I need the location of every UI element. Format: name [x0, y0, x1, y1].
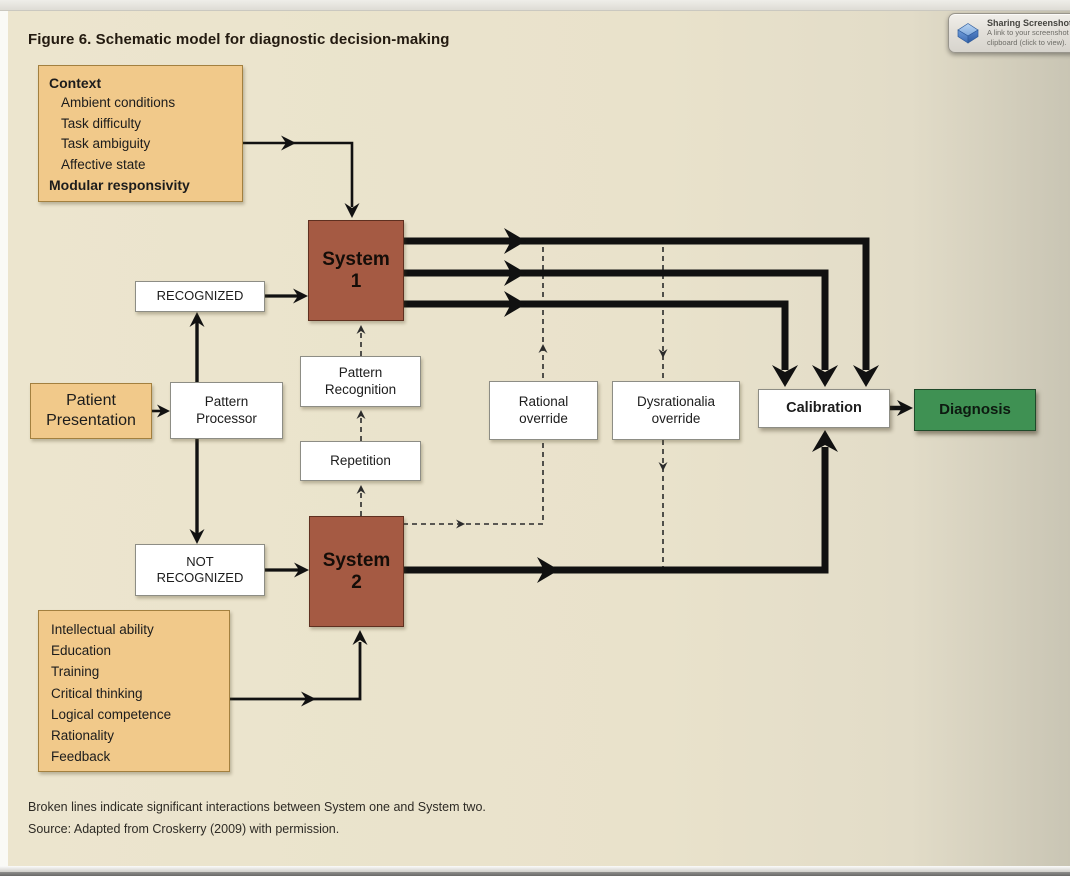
window-bottom-edge	[0, 866, 1070, 872]
arrow-patient-to-processor	[152, 404, 170, 418]
dashed-repetition-chain	[356, 325, 366, 516]
context-footer: Modular responsivity	[49, 177, 190, 193]
arrow-system1-to-calibration-top	[403, 228, 879, 387]
footnote-broken-lines: Broken lines indicate significant intera…	[28, 800, 486, 814]
patient-presentation-box: Patient Presentation	[30, 383, 152, 439]
system1-box: System 1	[308, 220, 404, 321]
influence-item: Rationality	[51, 728, 115, 744]
notification-body-line1: A link to your screenshot ha	[987, 27, 1070, 37]
window-left-edge	[0, 11, 8, 867]
pattern-recognition-box: Pattern Recognition	[300, 356, 421, 407]
notification-body-line2: clipboard (click to view).	[987, 38, 1067, 47]
recognized-box: RECOGNIZED	[135, 281, 265, 312]
dashed-rational-override-line	[403, 247, 548, 529]
footnote-source: Source: Adapted from Croskerry (2009) wi…	[28, 822, 340, 836]
influence-item: Critical thinking	[51, 685, 143, 701]
arrow-influences-to-system2	[230, 630, 368, 707]
context-heading: Context	[49, 75, 102, 91]
influence-item: Logical competence	[51, 706, 172, 722]
arrow-system2-to-calibration	[403, 430, 838, 583]
notification-text: Sharing Screenshot A link to your screen…	[987, 18, 1070, 48]
arrow-context-to-system1	[243, 135, 360, 218]
window-bottom-bar	[0, 872, 1070, 876]
system2-influences-box: Intellectual ability Education Training …	[38, 610, 230, 772]
diagnosis-box: Diagnosis	[914, 389, 1036, 431]
rational-override-box: Rational override	[489, 381, 598, 440]
context-item: Task ambiguity	[61, 136, 151, 151]
notification-title: Sharing Screenshot	[987, 17, 1070, 28]
arrow-system1-to-calibration-middle	[403, 260, 838, 387]
figure-title: Figure 6. Schematic model for diagnostic…	[28, 31, 450, 48]
context-item: Ambient conditions	[61, 95, 176, 110]
not-recognized-box: NOT RECOGNIZED	[135, 544, 265, 596]
dashed-dysrationalia-override-line	[658, 247, 668, 567]
arrow-calibration-to-diagnosis	[890, 400, 913, 416]
influence-item: Intellectual ability	[51, 622, 154, 637]
pattern-processor-box: Pattern Processor	[170, 382, 283, 439]
arrow-recognized-to-system1	[265, 288, 308, 304]
sharing-notification[interactable]: Sharing Screenshot A link to your screen…	[948, 13, 1070, 53]
calibration-box: Calibration	[758, 389, 890, 428]
system2-box: System 2	[309, 516, 404, 627]
dropbox-icon	[957, 23, 979, 44]
influence-item: Education	[51, 643, 112, 659]
arrow-notrecognized-to-system2	[265, 562, 309, 578]
context-box: Context Ambient conditions Task difficul…	[38, 65, 243, 202]
influence-item: Feedback	[51, 749, 111, 765]
repetition-box: Repetition	[300, 441, 421, 481]
dysrationalia-override-box: Dysrationalia override	[612, 381, 740, 440]
window-top-edge	[0, 0, 1070, 11]
influence-item: Training	[51, 664, 100, 680]
arrow-system1-to-calibration-bottom	[403, 291, 798, 387]
context-item: Task difficulty	[61, 115, 142, 131]
context-item: Affective state	[61, 156, 146, 172]
